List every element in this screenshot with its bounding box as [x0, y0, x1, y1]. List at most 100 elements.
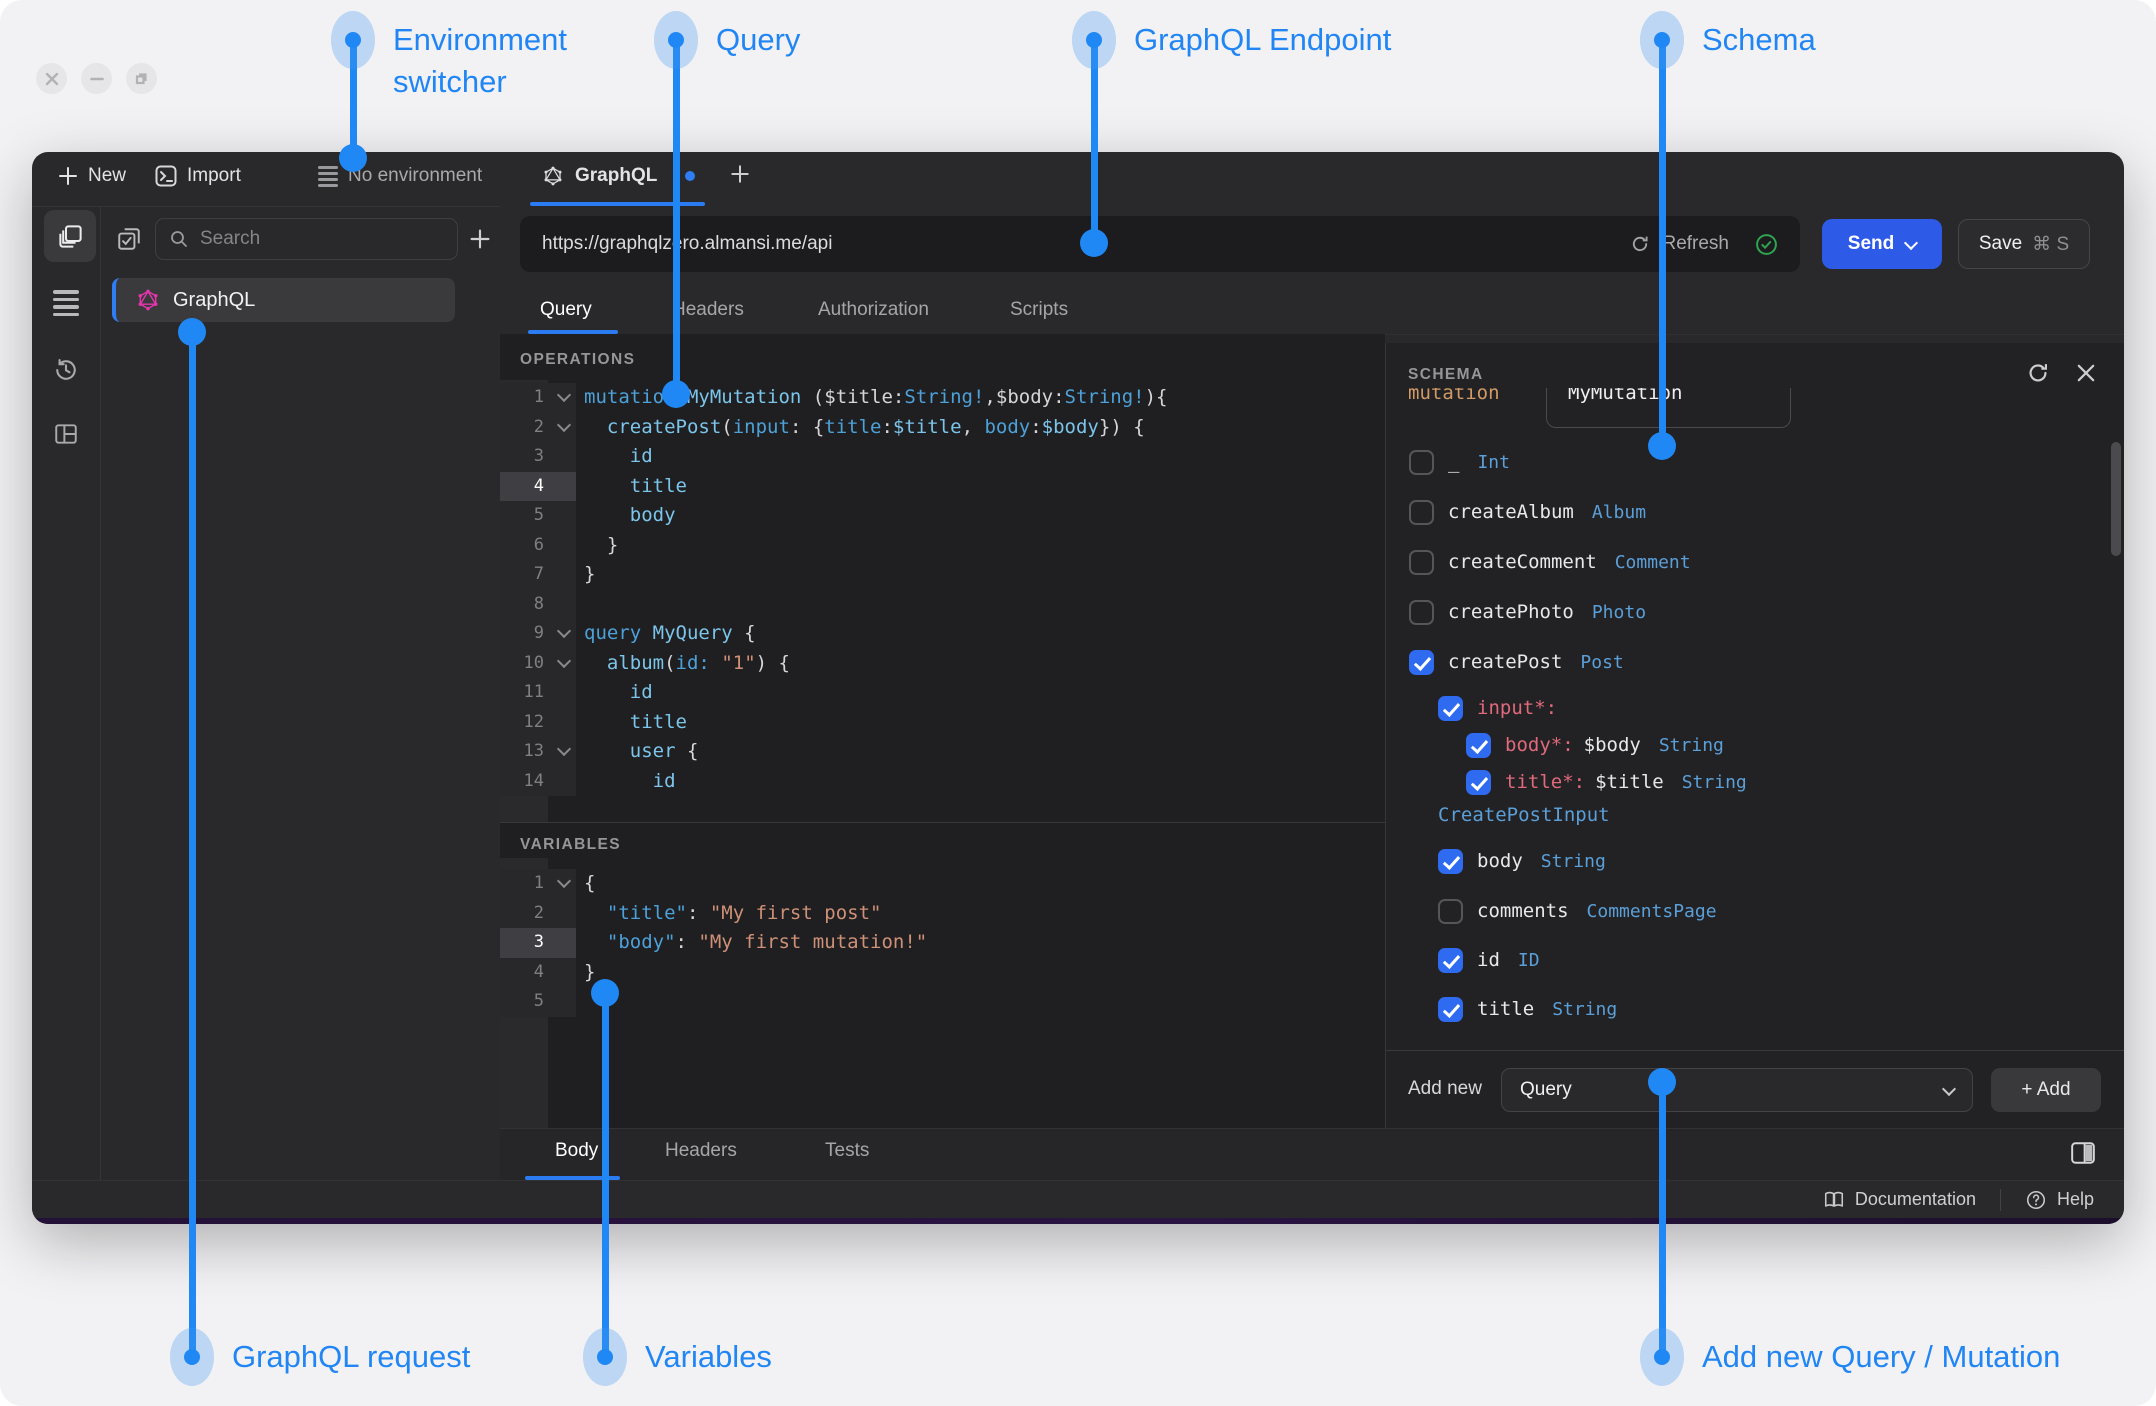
panel-toggle-icon[interactable] — [2070, 1140, 2096, 1171]
line-number: 3 — [500, 442, 552, 472]
documentation-label: Documentation — [1854, 1189, 1976, 1209]
schema-checkbox[interactable] — [1438, 848, 1463, 874]
environment-switcher[interactable]: No environment — [318, 165, 482, 187]
plus-icon — [59, 167, 77, 185]
gutter-spacer — [552, 898, 576, 928]
chevron-down-icon — [556, 417, 572, 432]
tab-scripts[interactable]: Scripts — [1010, 299, 1069, 320]
chevron-down-icon — [556, 624, 572, 639]
code-text: { — [584, 872, 596, 894]
window-controls — [36, 63, 157, 94]
fold-icon[interactable] — [552, 737, 576, 767]
line-number: 13 — [500, 737, 552, 767]
request-item-label: GraphQL — [173, 288, 256, 311]
send-button[interactable]: Send — [1822, 219, 1942, 269]
schema-field-name: body — [1477, 850, 1523, 872]
add-button[interactable]: + Add — [1991, 1068, 2101, 1112]
schema-row: input*: — [1438, 693, 1557, 723]
schema-checkbox[interactable] — [1466, 769, 1491, 795]
add-new-select[interactable]: Query — [1501, 1068, 1973, 1112]
schema-checkbox[interactable] — [1466, 732, 1491, 758]
variables-editor[interactable]: 1{2 "title": "My first post"3 "body": "M… — [500, 869, 1385, 1017]
layout-icon[interactable] — [53, 421, 79, 452]
schema-checkbox[interactable] — [1438, 898, 1463, 924]
refresh-button[interactable]: Refresh — [1630, 233, 1778, 256]
tab-tests[interactable]: Tests — [825, 1140, 870, 1161]
schema-field-name: createAlbum — [1448, 501, 1574, 523]
gutter-spacer — [552, 678, 576, 708]
environment-menu-icon — [318, 165, 338, 187]
schema-checkbox[interactable] — [1438, 996, 1463, 1022]
add-tab-button[interactable] — [729, 163, 751, 190]
annotation-label: Schema — [1702, 22, 1816, 57]
url-input[interactable]: https://graphqlzero.almansi.me/api Refre… — [520, 216, 1800, 272]
code-line: 2 "title": "My first post" — [500, 898, 1385, 928]
annotation-marker-dot — [1654, 32, 1670, 48]
code-line: 2 createPost(input: {title:$title, body:… — [500, 412, 1385, 442]
fold-icon[interactable] — [552, 412, 576, 442]
tab-headers[interactable]: Headers — [672, 299, 744, 320]
history-icon[interactable] — [52, 356, 80, 389]
save-button[interactable]: Save ⌘ S — [1958, 219, 2090, 269]
refresh-label: Refresh — [1662, 233, 1729, 254]
code-line: 12 title — [500, 707, 1385, 737]
code-line: 11 id — [500, 678, 1385, 708]
operation-name-input[interactable] — [1546, 388, 1791, 428]
schema-checkbox[interactable] — [1409, 599, 1434, 625]
schema-checkbox[interactable] — [1438, 947, 1463, 973]
tab-query[interactable]: Query — [540, 299, 592, 320]
tab-authorization[interactable]: Authorization — [818, 299, 929, 320]
minimize-icon[interactable] — [81, 63, 112, 94]
line-number: 3 — [500, 928, 552, 958]
line-number: 9 — [500, 619, 552, 649]
active-request-tab-underline — [528, 330, 618, 334]
schema-field-value: $body — [1583, 734, 1641, 756]
schema-title: SCHEMA — [1408, 366, 1484, 383]
new-request-button[interactable]: New — [58, 165, 126, 187]
schema-checkbox[interactable] — [1409, 449, 1434, 475]
tab-body[interactable]: Body — [555, 1140, 599, 1161]
help-button[interactable]: Help — [2025, 1189, 2094, 1211]
add-new-label: Add new — [1408, 1078, 1482, 1099]
add-request-button[interactable] — [468, 227, 492, 256]
schema-refresh-icon[interactable] — [2026, 361, 2050, 390]
annotation-label: GraphQL request — [232, 1339, 471, 1374]
schema-checkbox[interactable] — [1409, 649, 1434, 675]
code-line: 10 album(id: "1") { — [500, 648, 1385, 678]
maximize-icon[interactable] — [126, 63, 157, 94]
schema-close-icon[interactable] — [2074, 361, 2098, 390]
schema-field-type: Int — [1477, 451, 1510, 473]
multi-select-icon[interactable] — [116, 226, 142, 257]
schema-checkbox[interactable] — [1438, 695, 1463, 721]
schema-checkbox[interactable] — [1409, 499, 1434, 525]
status-bar: Documentation Help — [32, 1180, 2124, 1218]
graphql-logo-icon — [544, 166, 562, 186]
tab-response-headers[interactable]: Headers — [665, 1140, 737, 1161]
schema-field-name: title — [1477, 998, 1535, 1020]
line-number: 4 — [500, 471, 552, 501]
fold-icon[interactable] — [552, 869, 576, 899]
requests-list-icon[interactable] — [53, 290, 79, 316]
schema-checkbox[interactable] — [1409, 549, 1434, 575]
editor-area — [500, 334, 1385, 1128]
sidebar-item-collections[interactable] — [44, 210, 96, 262]
scrollbar-thumb[interactable] — [2111, 442, 2121, 556]
schema-field-type: CommentsPage — [1586, 900, 1717, 922]
request-tab-graphql[interactable]: GraphQL — [543, 165, 657, 187]
fold-icon[interactable] — [552, 383, 576, 413]
import-button[interactable]: Import — [155, 165, 241, 187]
close-icon[interactable] — [36, 63, 67, 94]
documentation-button[interactable]: Documentation — [1823, 1189, 1976, 1211]
fold-icon[interactable] — [552, 619, 576, 649]
annotation-marker-halo — [654, 11, 698, 69]
book-icon — [1824, 1191, 1843, 1207]
search-input[interactable]: Search — [155, 218, 458, 260]
fold-icon[interactable] — [552, 648, 576, 678]
sidebar-item-graphql[interactable]: GraphQL — [112, 278, 455, 322]
annotation-marker-halo — [1072, 11, 1116, 69]
